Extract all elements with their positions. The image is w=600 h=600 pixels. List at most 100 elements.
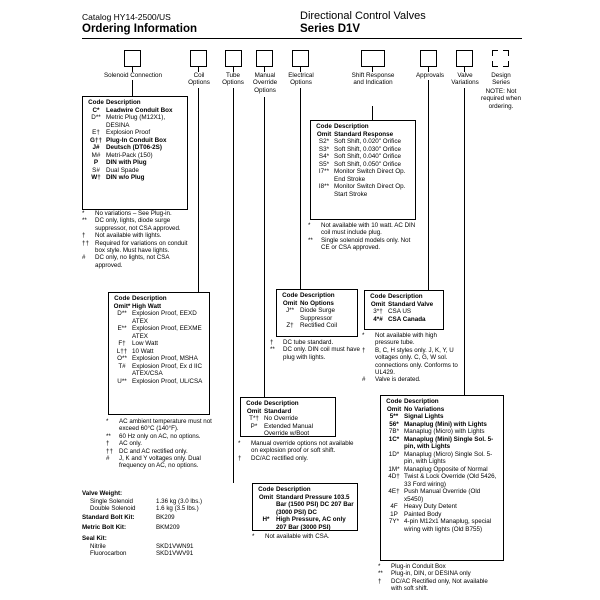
col-code: Code xyxy=(386,398,402,405)
option-description: Manaplug (Micro) with Lights xyxy=(404,428,485,435)
footnote-text: DC only, lights, diode surge suppressor,… xyxy=(95,217,181,232)
option-code: T*† xyxy=(249,415,259,422)
product-category: Directional Control Valves xyxy=(300,10,426,22)
footnote-text: Not available with CSA. xyxy=(265,533,330,540)
option-code: Omit xyxy=(316,130,332,138)
option-code: 4*# xyxy=(373,315,383,323)
nitrile-label: Nitrile xyxy=(90,542,106,550)
electrical-notes: †DC tube standard.**DC only. DIN coil mu… xyxy=(270,339,362,361)
option-code: L†† xyxy=(116,347,128,355)
option-description: Explosion Proof, EEXME ATEX xyxy=(132,325,202,340)
footnote: † Not available with lights. xyxy=(82,232,188,239)
option-description: Dual Spade xyxy=(106,166,139,174)
footnote-text: Plug-in, DIN, or DESINA only xyxy=(391,570,471,578)
footnote: **DC only. DIN coil must have plug with … xyxy=(270,346,362,361)
footnote-symbol: ** xyxy=(308,236,313,244)
footnote: *Not available with CSA. xyxy=(252,533,362,540)
table-row: I7**Monitor Switch Direct Op. End Stroke xyxy=(314,168,412,183)
option-code: 1D* xyxy=(388,450,400,458)
table-row: S2*Soft Shift, 0.020" Orifice xyxy=(314,138,412,146)
code-box-shift xyxy=(361,50,385,67)
label-valve-variations: Valve Variations xyxy=(451,72,479,87)
table-row: T#Explosion Proof, Ex d IIC ATEX/CSA xyxy=(112,363,206,378)
metric-bolt-value: BKM209 xyxy=(156,524,180,532)
footnote-symbol: # xyxy=(106,455,110,463)
option-code: Omit xyxy=(258,493,274,501)
footnote-symbol: † xyxy=(82,232,86,240)
table-row: D**Explosion Proof, EEXD ATEX xyxy=(112,310,206,325)
option-description: Monitor Switch Direct Op. Start Stroke xyxy=(334,183,406,198)
option-code: 56* xyxy=(389,420,399,428)
option-code: D** xyxy=(117,310,127,317)
col-description: Description xyxy=(404,398,439,405)
footnote: †B, C, H styles only. J, K, Y, U voltage… xyxy=(362,347,458,377)
code-box-manual xyxy=(256,50,273,67)
solenoid-notes: *No variations – See Plug-in.**DC only, … xyxy=(82,210,188,269)
footnote-symbol: †† xyxy=(82,239,89,247)
option-code: I7** xyxy=(318,168,330,175)
option-description: DIN w/o Plug xyxy=(106,174,145,181)
valve-variations-notes: *Plug-in Conduit Box**Plug-in, DIN, or D… xyxy=(378,563,498,593)
table-row: Z†Rectified Coil xyxy=(280,322,354,330)
footnote-symbol: † xyxy=(238,454,242,462)
option-code: U** xyxy=(117,377,127,385)
connector xyxy=(428,80,429,290)
table-row: 1C*Manaplug (Mini) Single Sol. 5-pin, wi… xyxy=(384,436,500,451)
option-description: Standard Pressure 103.5 Bar (1500 PSI) D… xyxy=(276,493,354,516)
footnote-symbol: † xyxy=(362,346,366,354)
footnote-text: DC tube standard. xyxy=(283,339,334,346)
col-code: Code xyxy=(282,292,298,299)
col-code: Code xyxy=(258,486,274,493)
option-description: Deutsch (DT06-2S) xyxy=(106,144,162,151)
footnote-symbol: * xyxy=(378,563,381,570)
footnote: **60 Hz only on AC, no options. xyxy=(106,433,226,440)
option-code: 1C* xyxy=(388,435,400,443)
design-series-note: NOTE: Not required when ordering. xyxy=(481,88,521,110)
connector xyxy=(132,80,133,96)
footnote: *Manual override options not available o… xyxy=(238,440,358,455)
option-description: Soft Shift, 0.040" Orifice xyxy=(334,153,401,160)
connector xyxy=(233,88,234,483)
connector xyxy=(233,67,234,72)
footnote: †AC only. xyxy=(106,440,226,447)
footnote-text: DC/AC Rectified only, Not available with… xyxy=(391,577,488,593)
table-row: 4D†Twist & Lock Override (Old 5426, 33 F… xyxy=(384,473,500,488)
footnote: #J, K and Y voltages only. Dual frequenc… xyxy=(106,455,226,470)
connector xyxy=(428,67,429,72)
table-row: E**Explosion Proof, EEXME ATEX xyxy=(112,325,206,340)
label-solenoid-connection: Solenoid Connection xyxy=(103,72,163,79)
footnote: †DC tube standard. xyxy=(270,339,362,346)
footnote-text: DC and AC rectified only. xyxy=(119,447,188,455)
footnote: *Not available with 10 watt. AC DIN coil… xyxy=(308,222,416,237)
footnote-text: Manual override options not available on… xyxy=(251,440,354,455)
table-row: T*†No Override xyxy=(244,415,332,423)
option-code: S4* xyxy=(318,153,330,160)
option-code: Omit xyxy=(386,405,402,413)
approvals-notes: *Not available with high pressure tube.†… xyxy=(362,332,458,384)
option-description: DIN with Plug xyxy=(106,159,147,166)
option-description: Metri-Pack (150) xyxy=(106,151,153,159)
header-rule xyxy=(82,38,522,39)
option-description: Diode Surge Suppressor xyxy=(300,307,336,322)
footnote-text: Not available with lights. xyxy=(95,232,162,240)
footnote: **Single solenoid models only. Not CE or… xyxy=(308,237,416,252)
code-box-valve xyxy=(456,50,473,67)
shift-notes: *Not available with 10 watt. AC DIN coil… xyxy=(308,222,416,252)
option-description: Twist & Lock Override (Old 5426, 33 Ford… xyxy=(404,473,497,488)
option-description: No Options xyxy=(300,299,334,307)
footnote-text: Not available with 10 watt. AC DIN coil … xyxy=(321,222,416,237)
